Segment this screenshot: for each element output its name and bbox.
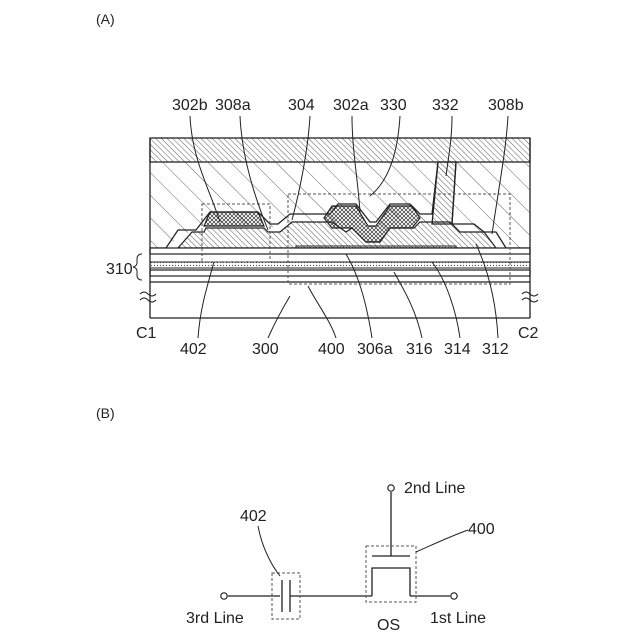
callout-308b: 308b (488, 97, 524, 114)
cross-section (140, 138, 538, 318)
leader-300 (268, 296, 290, 338)
transistor-channel (372, 568, 410, 596)
label-3rd-line: 3rd Line (186, 610, 244, 627)
callout-308a: 308a (215, 97, 251, 114)
callout-306a: 306a (357, 341, 393, 358)
section-c1: C1 (136, 325, 157, 342)
label-400-b: 400 (468, 521, 495, 538)
section-c2: C2 (518, 325, 539, 342)
callout-300: 300 (252, 341, 279, 358)
terminal-2nd-line (388, 485, 394, 491)
layer-stack-310b (150, 262, 530, 268)
circuit: 402 400 2nd Line 3rd Line 1st Line OS (186, 480, 495, 634)
leader-312 (476, 244, 498, 338)
callout-304: 304 (288, 97, 315, 114)
label-os: OS (377, 617, 400, 634)
callout-330: 330 (380, 97, 407, 114)
layer-stack-310c (150, 270, 530, 276)
terminal-3rd-line (221, 593, 227, 599)
leader-402-b (258, 526, 280, 576)
callout-302b: 302b (172, 97, 208, 114)
callout-302a: 302a (333, 97, 369, 114)
panel-a-label: (A) (96, 11, 115, 27)
layer-top-wiring (150, 138, 530, 162)
label-2nd-line: 2nd Line (404, 480, 465, 497)
brace-310 (133, 254, 142, 280)
electrode-302b (204, 212, 264, 226)
break-mark-left (140, 292, 156, 302)
label-1st-line: 1st Line (430, 610, 486, 627)
callout-312: 312 (482, 341, 509, 358)
label-402-b: 402 (240, 508, 267, 525)
callout-314: 314 (444, 341, 471, 358)
callout-332: 332 (432, 97, 459, 114)
panel-b-label: (B) (96, 405, 115, 421)
callout-316: 316 (406, 341, 433, 358)
layer-stack-310a (150, 248, 530, 254)
terminal-1st-line (451, 593, 457, 599)
leader-400 (308, 286, 336, 338)
callout-402: 402 (180, 341, 207, 358)
callout-310: 310 (106, 261, 133, 278)
bottom-callouts: 402 300 400 306a 316 314 312 (180, 244, 509, 358)
callout-400: 400 (318, 341, 345, 358)
leader-400-b (416, 530, 468, 552)
